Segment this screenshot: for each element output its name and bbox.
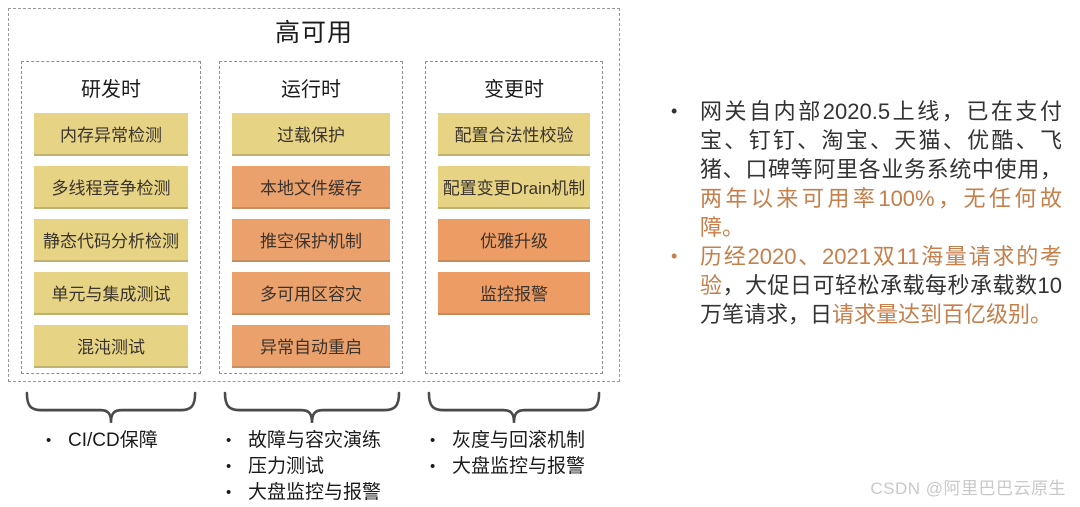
annotation-bullet: • 网关自内部2020.5上线，已在支付宝、钉钉、淘宝、天猫、优酷、飞猪、口碑等… — [662, 97, 1062, 242]
annotation-bullet: • 历经2020、2021双11海量请求的考验，大促日可轻松承载每秒承载数10万… — [662, 242, 1062, 329]
note-text: 大盘监控与报警 — [452, 456, 586, 477]
list-item: • 压力测试 — [226, 454, 381, 480]
note-text: CI/CD保障 — [68, 430, 158, 451]
notes-list-change: • 灰度与回滚机制 • 大盘监控与报警 — [430, 428, 585, 480]
note-text: 压力测试 — [248, 456, 325, 477]
feature-box: 推空保护机制 — [232, 219, 390, 262]
feature-box-list: 配置合法性校验 配置变更Drain机制 优雅升级 监控报警 — [426, 102, 602, 315]
phase-column-change: 变更时 配置合法性校验 配置变更Drain机制 优雅升级 监控报警 — [425, 61, 603, 374]
feature-box: 异常自动重启 — [232, 325, 390, 368]
feature-box: 单元与集成测试 — [34, 272, 188, 315]
notes-list-runtime: • 故障与容灾演练 • 压力测试 • 大盘监控与报警 — [226, 428, 381, 506]
text-segment: ，大促日可轻松承载每秒承载数10万笔请求，日 — [700, 273, 1062, 327]
annotation-text: 历经2020、2021双11海量请求的考验，大促日可轻松承载每秒承载数10万笔请… — [700, 242, 1062, 329]
underbrace-icon — [426, 390, 602, 426]
note-text: 灰度与回滚机制 — [452, 430, 586, 451]
bullet-icon: • — [226, 458, 232, 475]
feature-box: 静态代码分析检测 — [34, 219, 188, 262]
feature-box: 本地文件缓存 — [232, 166, 390, 209]
note-text: 故障与容灾演练 — [248, 430, 382, 451]
feature-box: 优雅升级 — [438, 219, 590, 262]
phase-column-runtime: 运行时 过载保护 本地文件缓存 推空保护机制 多可用区容灾 异常自动重启 — [219, 61, 403, 374]
annotation-text: 网关自内部2020.5上线，已在支付宝、钉钉、淘宝、天猫、优酷、飞猪、口碑等阿里… — [700, 97, 1062, 242]
feature-box: 过载保护 — [232, 113, 390, 156]
bullet-icon: • — [671, 101, 678, 121]
underbrace-icon — [222, 390, 402, 426]
list-item: • 大盘监控与报警 — [430, 454, 585, 480]
feature-box: 内存异常检测 — [34, 113, 188, 156]
feature-box: 多线程竞争检测 — [34, 166, 188, 209]
underbrace-icon — [24, 390, 198, 426]
diagram-title: 高可用 — [274, 19, 353, 47]
annotation-panel: • 网关自内部2020.5上线，已在支付宝、钉钉、淘宝、天猫、优酷、飞猪、口碑等… — [662, 97, 1062, 329]
feature-box-list: 过载保护 本地文件缓存 推空保护机制 多可用区容灾 异常自动重启 — [220, 102, 402, 368]
watermark: CSDN @阿里巴巴云原生 — [870, 479, 1066, 498]
high-availability-container: 高可用 研发时 内存异常检测 多线程竞争检测 静态代码分析检测 单元与集成测试 … — [8, 8, 620, 382]
list-item: • CI/CD保障 — [46, 428, 158, 454]
column-header: 研发时 — [81, 79, 141, 101]
column-header: 运行时 — [281, 79, 341, 101]
phase-column-dev: 研发时 内存异常检测 多线程竞争检测 静态代码分析检测 单元与集成测试 混沌测试 — [21, 61, 201, 374]
feature-box-list: 内存异常检测 多线程竞争检测 静态代码分析检测 单元与集成测试 混沌测试 — [22, 102, 200, 368]
notes-list-dev: • CI/CD保障 — [46, 428, 158, 454]
text-segment-highlight: 历经2020、2021双11海量请求的考验 — [700, 244, 1062, 298]
bullet-icon: • — [430, 458, 436, 475]
bullet-icon: • — [226, 484, 232, 501]
note-text: 大盘监控与报警 — [248, 482, 382, 503]
column-header: 变更时 — [484, 79, 544, 101]
list-item: • 灰度与回滚机制 — [430, 428, 585, 454]
bullet-icon: • — [430, 432, 436, 449]
feature-box: 配置合法性校验 — [438, 113, 590, 156]
feature-box: 监控报警 — [438, 272, 590, 315]
text-segment-highlight: 请求量达到百亿级别。 — [832, 302, 1053, 327]
list-item: • 大盘监控与报警 — [226, 480, 381, 506]
bullet-icon: • — [226, 432, 232, 449]
text-segment: 网关自内部2020.5上线，已在支付宝、钉钉、淘宝、天猫、优酷、飞猪、口碑等阿里… — [700, 99, 1062, 182]
feature-box: 配置变更Drain机制 — [438, 166, 590, 209]
feature-box: 多可用区容灾 — [232, 272, 390, 315]
text-segment-highlight: 两年以来可用率100%，无任何故障。 — [700, 186, 1062, 240]
feature-box: 混沌测试 — [34, 325, 188, 368]
list-item: • 故障与容灾演练 — [226, 428, 381, 454]
bullet-icon: • — [46, 432, 52, 449]
bullet-icon: • — [671, 246, 678, 266]
